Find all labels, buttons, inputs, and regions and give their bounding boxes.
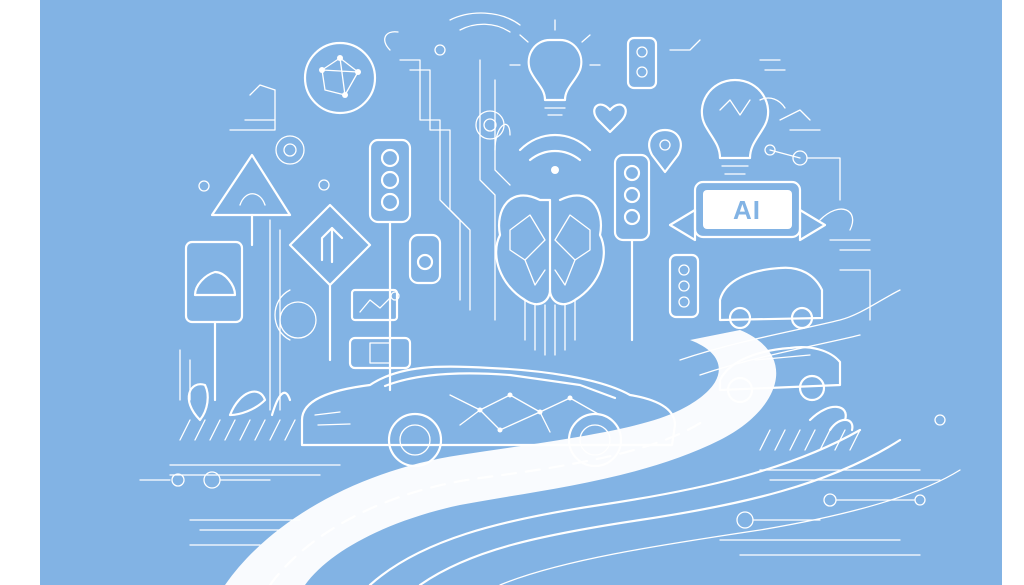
illustration: AI: [139, 12, 961, 585]
traffic-light-icon-2: [613, 153, 651, 342]
plant-icon-right: [808, 405, 854, 432]
heart-icon: [593, 103, 627, 134]
screen-icon: [350, 288, 400, 322]
car-icon: [718, 346, 842, 404]
ai-sign: AI: [668, 180, 827, 242]
winding-road-icon: [139, 289, 961, 585]
ai-sign-text: AI: [733, 195, 761, 225]
network-icon: [303, 41, 377, 115]
warning-sign-icon: [210, 153, 292, 247]
left-circuit: [179, 84, 317, 411]
traffic-light-icon-4: [626, 36, 658, 90]
traffic-light-icon-3: [668, 253, 700, 319]
illustration-panel: AI: [40, 0, 1002, 585]
diamond-road-sign-icon: [288, 203, 372, 362]
right-curls: [759, 97, 871, 321]
lightbulb-icon-right: [700, 78, 770, 175]
location-pin-icon: [648, 128, 682, 174]
car-sign-icon: [184, 240, 244, 402]
plant-icon: [187, 383, 292, 422]
wifi-icon: [518, 133, 592, 174]
brain-icon: [495, 194, 605, 356]
circuit-traces: [198, 12, 841, 321]
traffic-light-icon-5: [408, 233, 442, 285]
car-icon-upper: [718, 266, 824, 330]
sports-car-icon: [300, 365, 677, 468]
lightbulb-icon: [509, 19, 601, 116]
dashboard-icon: [348, 336, 412, 370]
